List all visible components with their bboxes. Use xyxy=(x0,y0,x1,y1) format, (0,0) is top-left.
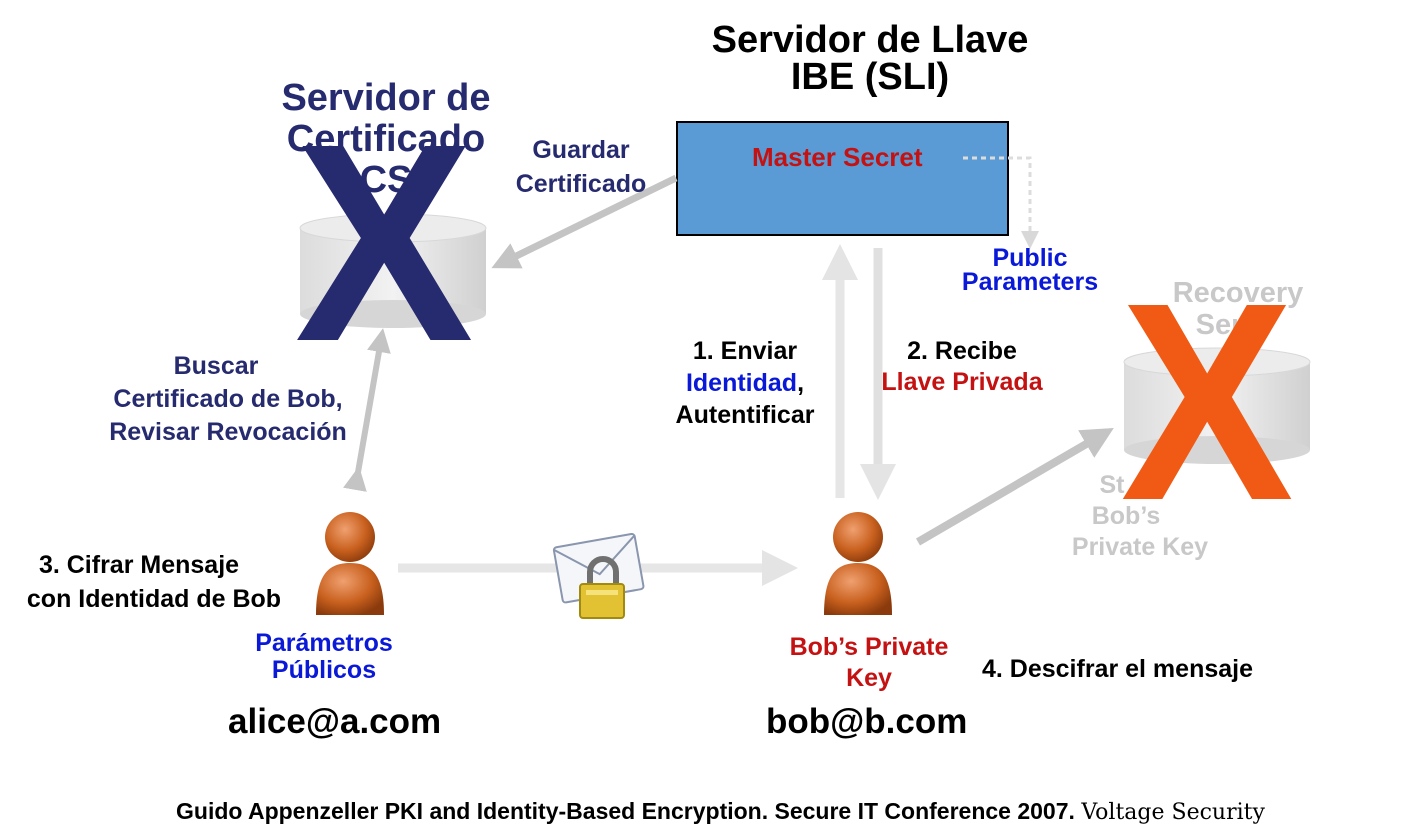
master-secret-label: Master Secret xyxy=(752,142,923,172)
lookup-cert-label: Buscar Certificado de Bob, Revisar Revoc… xyxy=(109,352,347,446)
arrow-lookup-cert xyxy=(343,328,391,492)
arrow-to-recovery xyxy=(915,427,1114,546)
recovery-server-title: Recovery Ser xyxy=(1172,277,1304,341)
bob-email: bob@b.com xyxy=(766,702,968,741)
footer-citation: Guido Appenzeller PKI and Identity-Based… xyxy=(176,798,1265,825)
recovery-server-database-icon xyxy=(1123,347,1311,464)
dotted-arrow xyxy=(963,156,1039,249)
locked-envelope-icon xyxy=(552,532,645,619)
recovery-server-x-mark: X xyxy=(1120,244,1294,559)
step2-label: 2. Recibe Llave Privada xyxy=(881,337,1043,396)
step4-label: 4. Descifrar el mensaje xyxy=(982,655,1253,683)
cert-server-x-mark: X xyxy=(294,85,474,400)
public-parameters-label: Public Parameters xyxy=(961,244,1099,296)
alice-public-params-label: Parámetros Públicos xyxy=(255,629,393,684)
arrow-store-cert xyxy=(491,174,678,269)
pkg-title: Servidor de Llave IBE (SLI) xyxy=(711,19,1029,98)
pkg-server-box xyxy=(676,121,1009,236)
step1-label: 1. Enviar Identidad, Autentificar xyxy=(675,337,815,429)
step3-label: 3. Cifrar Mensaje con Identidad de Bob xyxy=(26,551,282,613)
bob-person-icon xyxy=(824,512,892,615)
alice-person-icon xyxy=(316,512,384,615)
bob-private-key-label: Bob’s Private Key xyxy=(789,633,949,692)
store-cert-label: Guardar Certificado xyxy=(515,136,647,198)
cert-server-database-icon xyxy=(299,213,487,328)
cert-server-title: Servidor de Certificado CS xyxy=(281,77,491,201)
alice-email: alice@a.com xyxy=(228,702,442,741)
recovery-stores-label: St Bob’s Private Key xyxy=(1071,471,1209,561)
